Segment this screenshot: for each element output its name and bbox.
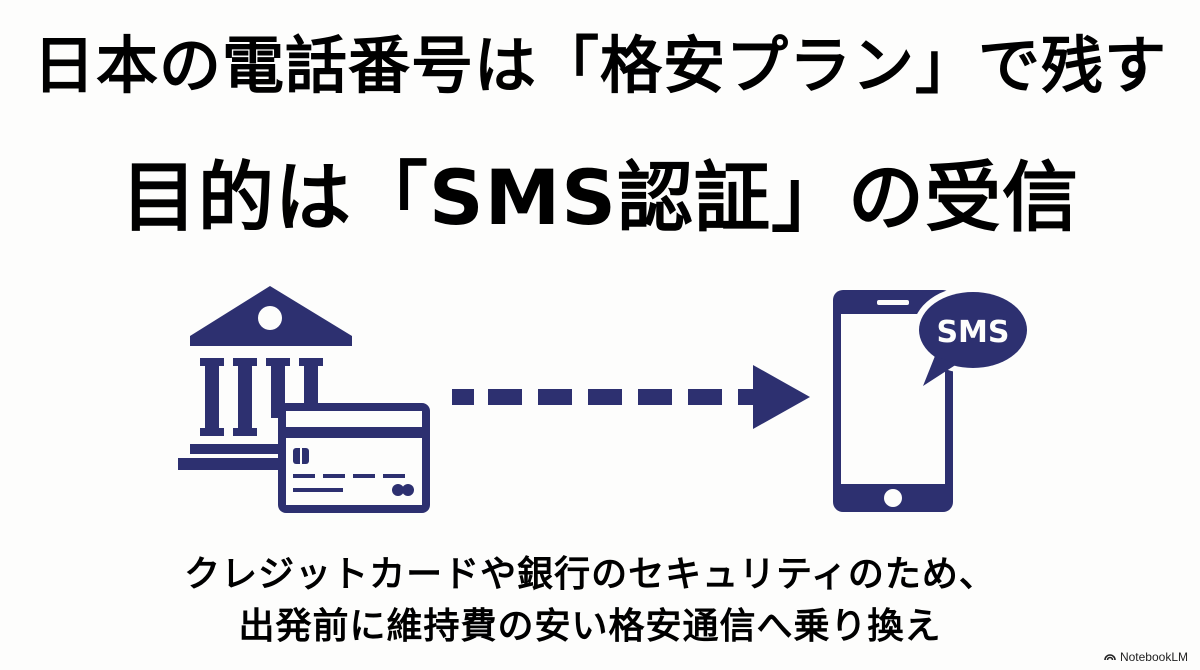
smartphone-sms-icon: SMS [825,278,1065,522]
subtitle-line-1: クレジットカードや銀行のセキュリティのため、 [184,554,996,595]
sms-bubble-text: SMS [936,315,1009,350]
watermark-label: NotebookLM [1119,650,1188,664]
subtitle-line-2: 出発前に維持費の安い格安通信へ乗り換え [238,606,942,647]
dashed-arrow-right-icon [448,360,818,444]
bank-and-credit-card-icon [170,278,435,522]
notebooklm-watermark: NotebookLM [1104,650,1188,664]
notebooklm-logo-icon [1104,650,1116,664]
title-line-2: 目的は「SMS認証」の受信 [120,153,1080,242]
title-line-1: 日本の電話番号は「格安プラン」で残す [32,29,1167,102]
